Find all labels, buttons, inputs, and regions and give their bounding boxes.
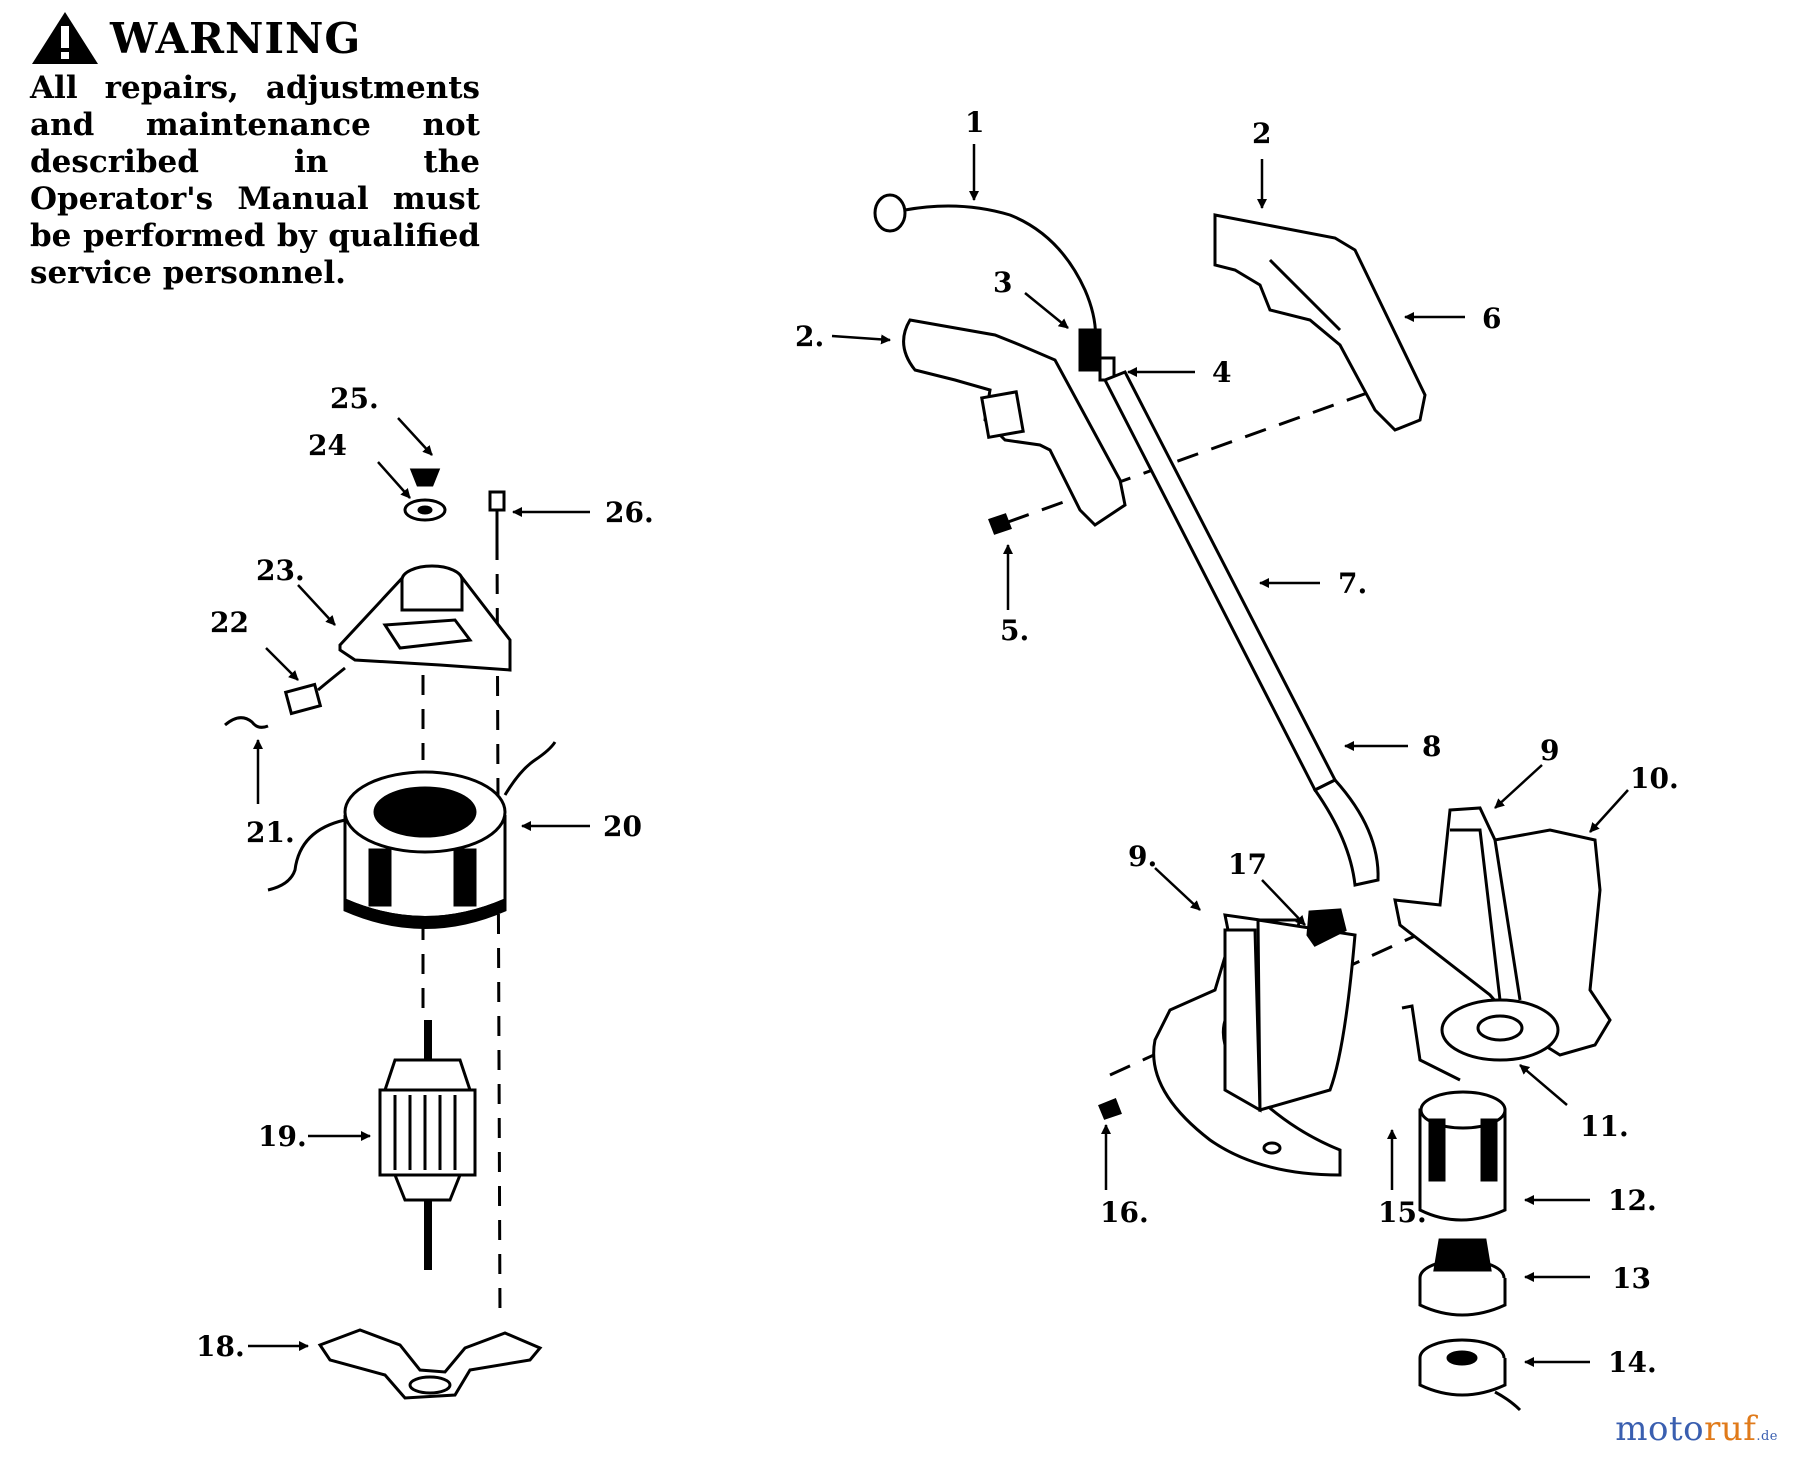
callout-2-top: 2 (1252, 117, 1271, 150)
callout-11: 11. (1580, 1110, 1629, 1143)
callout-8: 8 (1422, 730, 1441, 763)
callout-21: 21. (246, 816, 295, 849)
part-10-housing-right (1393, 806, 1612, 1057)
part-5-screw (988, 513, 1012, 535)
callout-1: 1 (965, 106, 984, 139)
part-17-latch (1306, 908, 1347, 947)
part-15-wire (1401, 1004, 1461, 1082)
part-13-hub (1418, 1238, 1507, 1317)
callout-9-left: 9. (1128, 840, 1157, 873)
watermark-logo: motoruf.de (1615, 1409, 1778, 1449)
callout-5: 5. (1000, 614, 1029, 647)
callout-13: 13 (1612, 1262, 1651, 1295)
callout-17: 17 (1228, 848, 1267, 881)
motor-assembly (224, 468, 557, 1400)
callout-4: 4 (1212, 356, 1231, 389)
callout-20: 20 (603, 810, 642, 843)
callout-10: 10. (1630, 762, 1679, 795)
callout-14: 14. (1608, 1346, 1657, 1379)
warning-text: All repairs, adjustments and maintenance… (30, 70, 480, 291)
callout-6: 6 (1482, 302, 1501, 335)
part-11-cover (1440, 998, 1560, 1062)
callout-15: 15. (1378, 1196, 1427, 1229)
watermark-part3: .de (1756, 1429, 1778, 1444)
callout-23: 23. (256, 554, 305, 587)
part-25-cap (409, 468, 441, 487)
callout-24: 24 (308, 429, 347, 462)
watermark-part2: ruf (1704, 1409, 1757, 1449)
part-12-motor (1418, 1090, 1507, 1222)
callout-3: 3 (993, 266, 1012, 299)
callout-19: 19. (258, 1120, 307, 1153)
part-21-spring (224, 716, 269, 729)
part-26-screw (488, 490, 506, 560)
warning-block: WARNING All repairs, adjustments and mai… (30, 10, 480, 292)
part-7-shaft (1102, 370, 1338, 793)
callout-16: 16. (1100, 1196, 1149, 1229)
warning-triangle-icon (32, 12, 98, 64)
callout-labels: 25. 24 26. 23. 22 21. 20 19. 18. 1 2 2. … (196, 106, 1679, 1379)
callout-25: 25. (330, 382, 379, 415)
callout-22: 22 (210, 606, 249, 639)
part-3-switch (1078, 328, 1102, 372)
part-9-housing-left (1152, 913, 1357, 1177)
part-18-lower-bracket (317, 1328, 543, 1400)
part-8-shaft-lower (1312, 778, 1380, 887)
callout-18: 18. (196, 1330, 245, 1363)
callout-26: 26. (605, 496, 654, 529)
callout-9-right: 9 (1540, 734, 1559, 767)
warning-title: WARNING (110, 13, 362, 63)
watermark-part1: moto (1615, 1409, 1705, 1449)
callout-12: 12. (1608, 1184, 1657, 1217)
part-19-armature (378, 1020, 477, 1270)
callout-7: 7. (1338, 567, 1367, 600)
callout-arrows (248, 144, 1629, 1367)
part-20-stator (267, 741, 557, 929)
part-22-brush (283, 666, 346, 716)
part-23-upper-bracket (338, 564, 512, 672)
part-14-spool (1418, 1338, 1522, 1412)
part-2-handle-right (1213, 213, 1427, 432)
part-2-handle-left (902, 318, 1127, 527)
callout-2-left: 2. (795, 320, 824, 353)
trimmer-assembly (873, 193, 1612, 1412)
part-1-cord (873, 193, 1097, 346)
part-16-screw (1098, 1098, 1122, 1120)
